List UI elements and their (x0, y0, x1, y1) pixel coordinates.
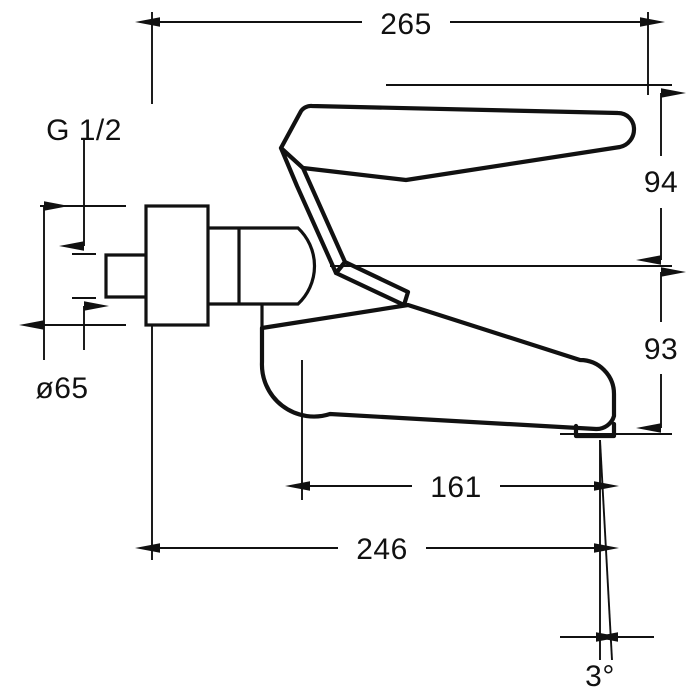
dim-161-label: 161 (430, 471, 482, 504)
dim-265-label: 265 (380, 8, 432, 41)
wall-flange-escutcheon (144, 204, 210, 327)
spout-upper-edge (261, 303, 581, 362)
outlet-angle-inclined-line (599, 439, 613, 661)
dimension-thread-size: G 1/2 (46, 114, 122, 350)
dimension-spout-projection: 161 (285, 471, 619, 504)
dim-94-label: 94 (644, 166, 678, 199)
dimension-total-reach: 265 (135, 8, 665, 41)
inlet-thread-stub (104, 253, 146, 299)
valve-body (208, 226, 317, 306)
lever-handle-arm (278, 103, 637, 183)
dim-g12-label: G 1/2 (46, 114, 122, 147)
dim-d65-label: ø65 (35, 372, 88, 405)
spout-outlet-aerator (573, 421, 617, 439)
dimension-outlet-angle: 3° (560, 632, 654, 693)
dim-3deg-label: 3° (585, 660, 615, 693)
dimension-spout-height-upper: 94 (636, 88, 686, 265)
dimension-spout-reach: 246 (135, 533, 619, 566)
spout-body (259, 302, 617, 432)
dim-246-label: 246 (356, 533, 408, 566)
lever-handle-base-joint (333, 259, 411, 308)
dim-93-label: 93 (644, 333, 678, 366)
faucet-geometry (104, 103, 637, 439)
dimension-flange-diameter: ø65 (19, 201, 88, 405)
dimension-spout-height-lower: 93 (636, 267, 686, 433)
